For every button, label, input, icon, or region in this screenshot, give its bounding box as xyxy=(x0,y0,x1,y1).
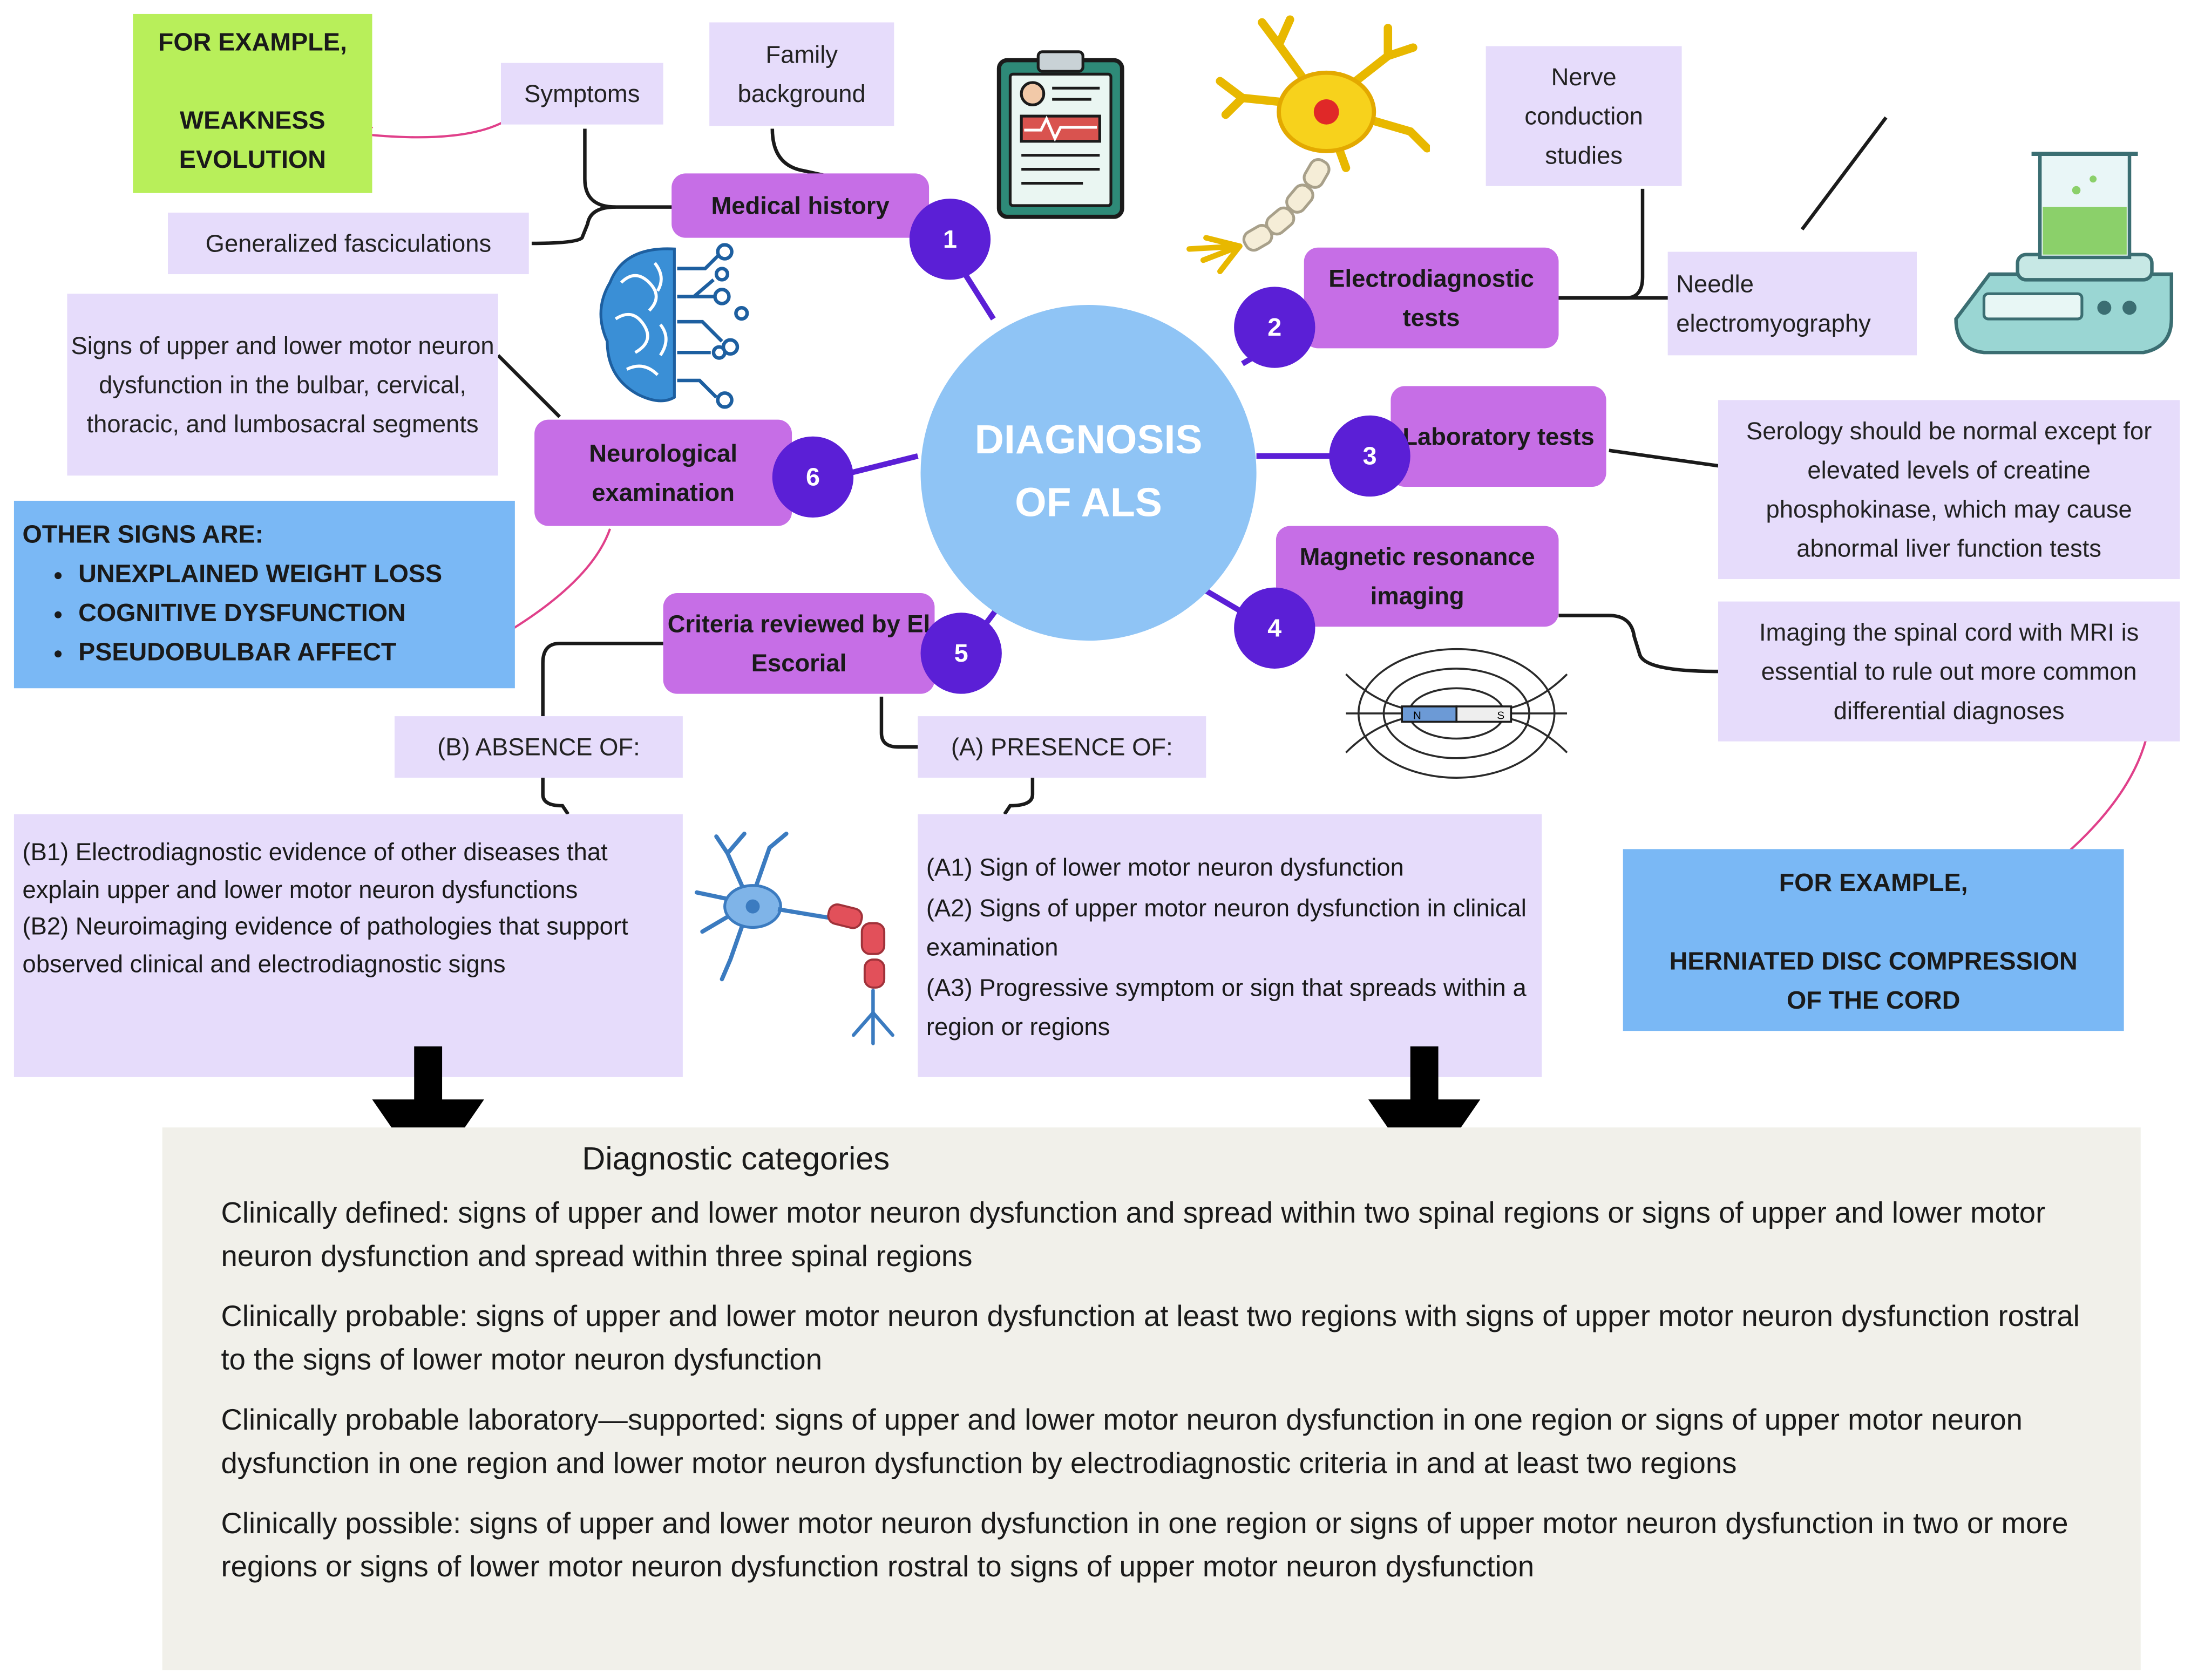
absence-label: (B) ABSENCE OF: xyxy=(394,716,683,778)
list-item: (A2) Signs of upper motor neuron dysfunc… xyxy=(926,893,1527,961)
category-item: Clinically probable: signs of upper and … xyxy=(221,1301,2080,1377)
neuro-signs-note: Signs of upper and lower motor neuron dy… xyxy=(67,294,498,476)
list-item: (B2) Neuroimaging evidence of pathologie… xyxy=(22,912,628,977)
other-signs-title: OTHER SIGNS ARE: xyxy=(22,520,264,549)
list-item: COGNITIVE DYSFUNCTION xyxy=(78,593,506,632)
step-label: Medical history xyxy=(711,192,890,220)
clipboard-icon xyxy=(996,50,1124,219)
symptoms-note: Symptoms xyxy=(500,63,663,125)
fasciculations-note: Generalized fasciculations xyxy=(168,212,529,275)
list-item: (A1) Sign of lower motor neuron dysfunct… xyxy=(926,853,1404,881)
other-signs-list: UNEXPLAINED WEIGHT LOSS COGNITIVE DYSFUN… xyxy=(22,554,506,671)
presence-criteria-box: (A1) Sign of lower motor neuron dysfunct… xyxy=(918,814,1542,1077)
mri-imaging-note: Imaging the spinal cord with MRI is esse… xyxy=(1718,601,2180,742)
nerve-conduction-note: Nerve conduction studies xyxy=(1485,46,1682,186)
magnet-field-icon: N S xyxy=(1345,648,1568,779)
step-badge-4: 4 xyxy=(1234,587,1315,669)
step-badge-5: 5 xyxy=(920,613,1002,694)
step-badge-1: 1 xyxy=(909,199,991,280)
step-criteria-el-escorial: Criteria reviewed by El Escorial xyxy=(663,593,935,694)
neuron-icon xyxy=(1186,15,1430,275)
center-title-line2: OF ALS xyxy=(1015,481,1162,526)
needle-emg-note: Needle electromyography xyxy=(1667,251,1917,356)
step-badge-6: 6 xyxy=(772,436,854,518)
list-item: (A3) Progressive symptom or sign that sp… xyxy=(926,972,1527,1041)
magnet-s-label: S xyxy=(1497,709,1504,722)
herniated-disc-example-note: FOR EXAMPLE, HERNIATED DISC COMPRESSION … xyxy=(1623,849,2124,1031)
family-background-note: Family background xyxy=(709,22,894,126)
step-badge-2: 2 xyxy=(1234,287,1315,368)
weakness-example-note: FOR EXAMPLE, WEAKNESS EVOLUTION xyxy=(133,13,372,193)
category-item: Clinically possible: signs of upper and … xyxy=(221,1508,2068,1584)
center-diagnosis-circle: DIAGNOSIS OF ALS xyxy=(920,305,1257,641)
presence-label: (A) PRESENCE OF: xyxy=(918,716,1206,778)
category-item: Clinically probable laboratory—supported… xyxy=(221,1404,2023,1480)
category-item: Clinically defined: signs of upper and l… xyxy=(221,1197,2046,1273)
motor-neuron-icon xyxy=(694,831,894,1045)
serology-note: Serology should be normal except for ele… xyxy=(1718,400,2180,580)
step-laboratory-tests: Laboratory tests xyxy=(1390,386,1606,487)
list-item: PSEUDOBULBAR AFFECT xyxy=(78,632,506,672)
brain-circuit-icon xyxy=(599,243,749,409)
step-electrodiagnostic-tests: Electrodiagnostic tests xyxy=(1304,247,1559,349)
down-arrow-icon xyxy=(1368,1046,1481,1181)
needle-icon xyxy=(1800,116,1888,231)
other-signs-note: OTHER SIGNS ARE: UNEXPLAINED WEIGHT LOSS… xyxy=(13,500,515,689)
list-item: UNEXPLAINED WEIGHT LOSS xyxy=(78,554,506,593)
lab-scale-icon xyxy=(1954,152,2174,355)
diagnostic-categories-panel: Diagnostic categories Clinically defined… xyxy=(162,1127,2141,1670)
diagnostic-categories-title: Diagnostic categories xyxy=(582,1140,890,1176)
magnet-n-label: N xyxy=(1413,709,1421,722)
list-item: (B1) Electrodiagnostic evidence of other… xyxy=(22,838,608,903)
step-neurological-examination: Neurological examination xyxy=(534,419,792,526)
absence-criteria-box: (B1) Electrodiagnostic evidence of other… xyxy=(13,814,683,1077)
down-arrow-icon xyxy=(372,1046,484,1181)
step-badge-3: 3 xyxy=(1329,415,1410,497)
step-mri: Magnetic resonance imaging xyxy=(1276,526,1559,627)
center-title-line1: DIAGNOSIS xyxy=(974,418,1203,463)
step-medical-history: Medical history xyxy=(671,173,930,238)
